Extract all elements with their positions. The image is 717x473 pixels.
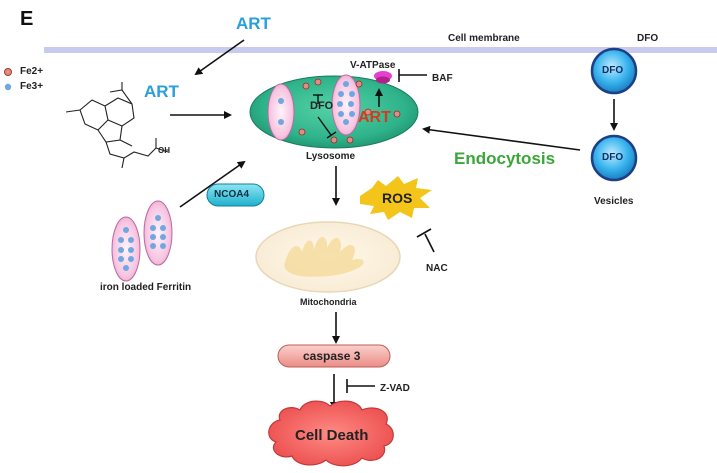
fe3-dot-icon bbox=[150, 243, 156, 249]
ferritin-in-lysosome-right bbox=[331, 74, 361, 136]
z-vad-label: Z-VAD bbox=[380, 383, 410, 394]
fe3-dot-icon bbox=[123, 265, 129, 271]
fe2-dot-icon bbox=[330, 136, 338, 144]
fe3-dot-icon bbox=[118, 256, 124, 262]
mitochondria-label: Mitochondria bbox=[300, 297, 357, 307]
fe2-dots bbox=[298, 78, 401, 144]
ncoa4-badge bbox=[206, 183, 265, 207]
baf-inhibition-icon bbox=[398, 69, 427, 82]
oh-group-label: OH bbox=[158, 146, 170, 155]
v-atpase-label: V-ATPase bbox=[350, 60, 396, 71]
fe3-dot-icon bbox=[338, 111, 344, 117]
fe3-dot-icon bbox=[160, 234, 166, 240]
fe3-dot-icon bbox=[128, 247, 134, 253]
fe3-dot-icon bbox=[118, 237, 124, 243]
artesunate-structure-icon bbox=[65, 82, 169, 169]
fe3-dot-icon bbox=[337, 101, 343, 107]
iron-loaded-ferritin-label: iron loaded Ferritin bbox=[100, 282, 192, 293]
fe3-dot-icon bbox=[160, 225, 166, 231]
legend-fe3-label: Fe3+ bbox=[20, 81, 44, 92]
dfo-vesicle-top-label: DFO bbox=[602, 65, 624, 76]
fe3-dot-icon bbox=[349, 91, 355, 97]
fe2-dot-icon bbox=[364, 108, 372, 116]
cell-membrane-label: Cell membrane bbox=[448, 33, 520, 44]
fe2-dot-icon bbox=[346, 136, 354, 144]
vesicles-label: Vesicles bbox=[594, 196, 634, 207]
fe3-dot-icon bbox=[155, 215, 161, 221]
fe2-dot-icon bbox=[298, 128, 306, 136]
fe2-dot-icon bbox=[393, 110, 401, 118]
fe3-dot-icon bbox=[123, 227, 129, 233]
cell-death-cloud bbox=[268, 400, 394, 467]
ferritin-fe3-dots bbox=[118, 215, 166, 271]
dfo-vesicle-bottom-label: DFO bbox=[602, 152, 624, 163]
fe3-dot-icon bbox=[118, 247, 124, 253]
fe3-dot-icon bbox=[160, 243, 166, 249]
dfo-chelation-icon bbox=[313, 94, 337, 139]
dfo-inside-label: DFO bbox=[310, 100, 334, 112]
ros-burst-icon bbox=[360, 176, 432, 220]
ferritin-to-lysosome-arrow bbox=[179, 160, 246, 208]
caspase3-box bbox=[277, 344, 391, 368]
panel-label: E bbox=[20, 8, 34, 30]
ferritin-right bbox=[143, 200, 173, 266]
fe2-dot-icon bbox=[355, 80, 363, 88]
fe2-dot-icon bbox=[314, 78, 322, 86]
fe3-dot-icon bbox=[278, 119, 284, 125]
fe2-dot-icon bbox=[302, 82, 310, 90]
fe3-dot-icon bbox=[128, 256, 134, 262]
v-atpase-base-icon bbox=[376, 76, 390, 84]
lysosome-label: Lysosome bbox=[306, 151, 356, 162]
endocytosis-arrow bbox=[422, 125, 581, 151]
cell-death-label: Cell Death bbox=[295, 427, 369, 444]
mitochondria-cristae-icon bbox=[284, 237, 364, 277]
art-inside-label: ART bbox=[358, 109, 391, 126]
fe3-dot-icon bbox=[150, 225, 156, 231]
fe3-dot-icon bbox=[150, 234, 156, 240]
ferritin-left bbox=[111, 216, 141, 282]
fe2-legend-icon bbox=[4, 68, 12, 76]
ferritin-in-lysosome-left bbox=[267, 83, 295, 141]
art-entry-arrow bbox=[194, 39, 245, 76]
fe3-dot-icon bbox=[348, 101, 354, 107]
cell-membrane-line bbox=[44, 47, 717, 53]
dfo-outside-label: DFO bbox=[637, 33, 659, 44]
caspase3-label: caspase 3 bbox=[303, 349, 361, 363]
ncoa4-label: NCOA4 bbox=[214, 189, 250, 200]
fe3-dot-icon bbox=[278, 98, 284, 104]
ros-label: ROS bbox=[382, 190, 413, 206]
dfo-vesicle-top bbox=[590, 47, 638, 95]
fe3-dots bbox=[278, 81, 355, 125]
zvad-inhibition-icon bbox=[346, 379, 375, 393]
legend-fe2-label: Fe2+ bbox=[20, 66, 44, 77]
art-outside-label: ART bbox=[236, 14, 271, 33]
fe3-legend-icon bbox=[4, 83, 12, 91]
dfo-vesicle-bottom bbox=[590, 134, 638, 182]
baf-label: BAF bbox=[432, 73, 453, 84]
fe3-dot-icon bbox=[343, 119, 349, 125]
fe3-dot-icon bbox=[343, 81, 349, 87]
fe3-dot-icon bbox=[338, 91, 344, 97]
nac-label: NAC bbox=[426, 263, 448, 274]
nac-inhibition-icon bbox=[416, 228, 435, 253]
art-compound-label: ART bbox=[144, 82, 179, 101]
fe3-dot-icon bbox=[349, 111, 355, 117]
fe3-dot-icon bbox=[128, 237, 134, 243]
endocytosis-label: Endocytosis bbox=[454, 149, 556, 168]
